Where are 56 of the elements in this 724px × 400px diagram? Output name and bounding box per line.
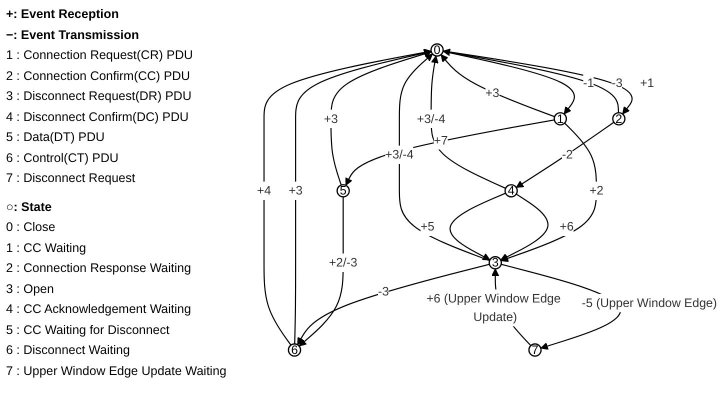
edge-label: +1 [640, 75, 654, 90]
arrow [440, 54, 555, 118]
legend-entry: 7 : Upper Window Edge Update Waiting [6, 362, 228, 380]
node-circle: 3 [488, 256, 502, 270]
arrow [430, 56, 506, 189]
arrow [330, 50, 432, 186]
edge-label: +2 [589, 183, 604, 198]
arrow [500, 194, 548, 260]
legend-entry: 1 : CC Waiting [6, 240, 88, 257]
arrow [516, 122, 614, 188]
arrow [298, 196, 344, 346]
edge-label: -2 [562, 147, 573, 162]
node-circle: 2 [612, 112, 626, 126]
edge-label: -3 [378, 284, 389, 298]
arrow [297, 264, 490, 346]
edge-label: +6 [560, 219, 574, 234]
edge-label: +7 [434, 132, 448, 147]
arrow [500, 122, 598, 262]
edge-label: -5 (Upper Window Edge) [582, 296, 717, 310]
arrow [398, 54, 490, 262]
legend-entry: 6 : Disconnect Waiting [6, 342, 131, 359]
legend-entry: 1 : Connection Request(CR) PDU [6, 47, 194, 64]
edge-label: +4 [257, 183, 272, 198]
arrow [263, 48, 432, 346]
legend-entry: 2 : Connection Response Waiting [6, 260, 192, 277]
edge-label: +5 [420, 219, 435, 234]
edge-label: +3 [324, 111, 338, 126]
edge-label: +3/-4 [416, 111, 446, 126]
node-circle: 0 [430, 43, 444, 57]
legend-entry: 6 : Control(CT) PDU [6, 150, 120, 167]
legend-entry: 3 : Open [6, 280, 55, 298]
legend-heading: +: Event Reception [6, 6, 120, 23]
legend-entry: 2 : Connection Confirm(CC) PDU [6, 68, 192, 85]
legend-entry: 7 : Disconnect Request [6, 170, 136, 187]
legend-heading: ○: State [6, 198, 53, 216]
legend-entry: 0 : Close [6, 219, 56, 236]
node-circle: 1 [554, 112, 568, 126]
legend-entry: 5 : CC Waiting for Disconnect [6, 322, 170, 339]
node-circle: 7 [528, 343, 542, 357]
node-circle: 5 [336, 184, 350, 198]
legend-entry: 5 : Data(DT) PDU [6, 129, 106, 146]
edge-label: +3 [288, 183, 303, 198]
edge-label: +2/-3 [329, 255, 358, 270]
legend-entry: 4 : Disconnect Confirm(DC) PDU [6, 108, 190, 126]
edge-label: +3 [485, 86, 500, 100]
edge-label: -1 [583, 75, 594, 90]
node-circle: 6 [288, 343, 302, 357]
arrow [294, 49, 432, 344]
arrow [450, 192, 506, 260]
edge-label: +6 (Upper Window Edge Update) [426, 291, 561, 324]
legend-heading: −: Event Transmission [6, 26, 140, 44]
legend-entry: 3 : Disconnect Request(DR) PDU [6, 88, 192, 105]
node-circle: 4 [504, 184, 518, 198]
edge-label: -3 [612, 75, 623, 90]
legend-entry: 4 : CC Acknowledgement Waiting [6, 301, 192, 318]
edge-label: +3/-4 [385, 147, 414, 162]
